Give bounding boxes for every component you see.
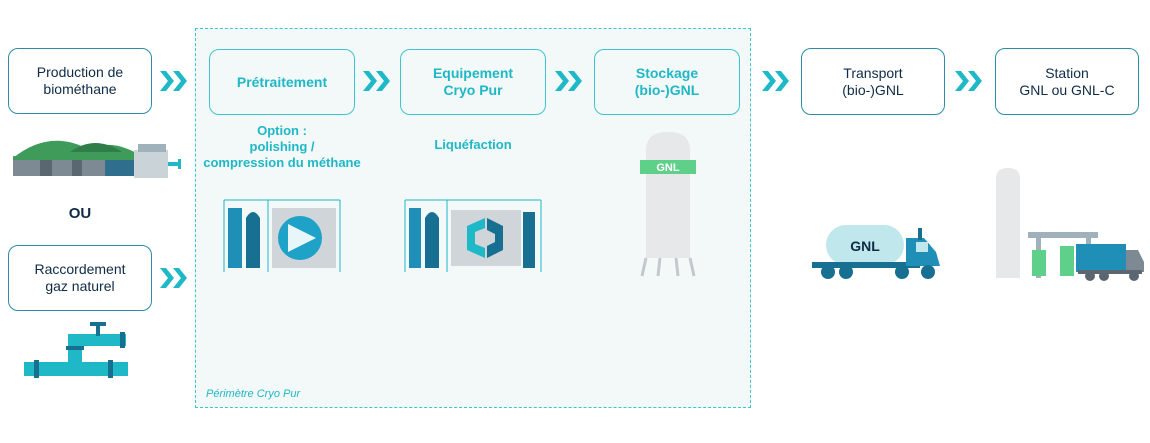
- gnl-truck-icon: [812, 225, 940, 279]
- transport-label: Transport (bio-)GNL: [842, 64, 904, 98]
- tank-gnl-label: GNL: [656, 162, 680, 174]
- production-box: Production de biométhane: [8, 48, 152, 114]
- gnl-station-icon: [996, 168, 1144, 281]
- stockage-label: Stockage (bio-)GNL: [634, 65, 700, 98]
- equipement-box: Equipement Cryo Pur: [400, 49, 546, 115]
- chevron-arrow-icon: [363, 71, 390, 91]
- station-label: Station GNL ou GNL-C: [1019, 64, 1115, 98]
- ou-label: OU: [68, 205, 92, 222]
- perimeter-label: Périmètre Cryo Pur: [206, 388, 301, 400]
- biomethane-plant-icon: [13, 140, 181, 178]
- pretreatment-unit-icon: [223, 199, 341, 272]
- chevron-arrow-icon: [160, 268, 187, 288]
- chevron-arrow-icon: [955, 71, 982, 91]
- raccordement-label: Raccordement gaz naturel: [34, 261, 126, 294]
- equipement-label: Equipement Cryo Pur: [432, 65, 514, 98]
- pretraitement-label: Prétraitement: [236, 73, 328, 90]
- production-label: Production de biométhane: [36, 64, 124, 97]
- chevron-arrow-icon: [555, 71, 582, 91]
- gas-pipe-icon: [24, 322, 128, 378]
- station-box: Station GNL ou GNL-C: [995, 48, 1139, 115]
- truck-gnl-label: GNL: [850, 238, 880, 254]
- chevron-arrow-icon: [762, 71, 789, 91]
- transport-box: Transport (bio-)GNL: [801, 48, 945, 115]
- raccordement-box: Raccordement gaz naturel: [8, 245, 152, 311]
- stockage-box: Stockage (bio-)GNL: [594, 49, 740, 115]
- gnl-storage-tank-icon: [640, 132, 696, 277]
- option-caption: Option : polishing / compression du méth…: [203, 123, 361, 170]
- chevron-arrow-icon: [160, 71, 187, 91]
- pretraitement-box: Prétraitement: [209, 49, 355, 115]
- cryo-pur-unit-icon: [404, 199, 542, 272]
- liquefaction-caption: Liquéfaction: [434, 137, 512, 152]
